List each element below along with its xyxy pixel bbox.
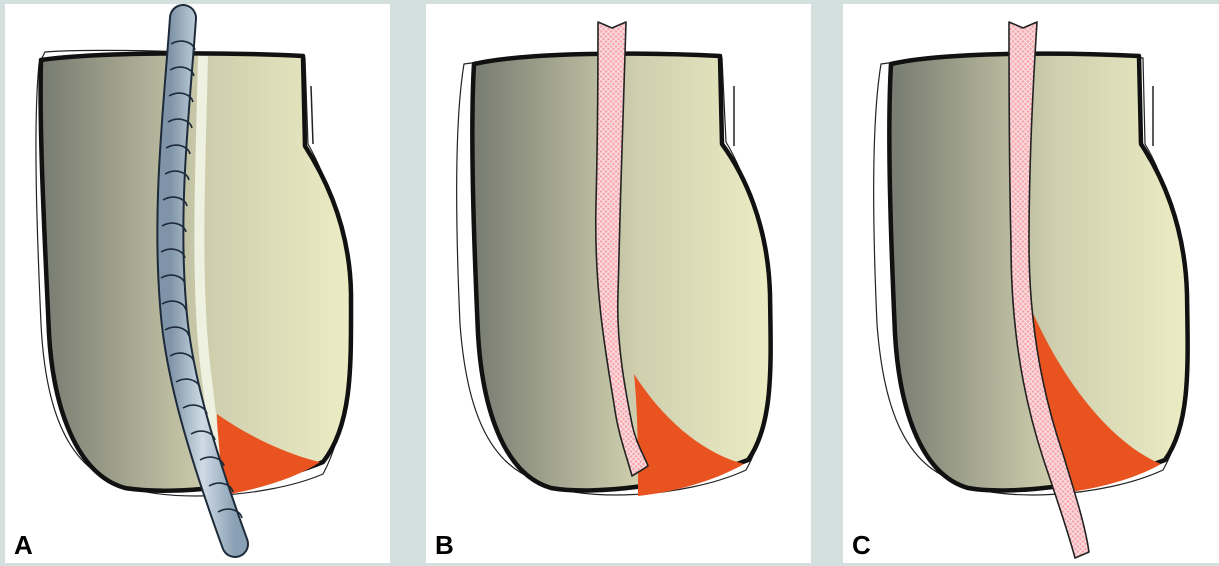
panel-c-drawing (843, 4, 1219, 563)
panel-b-drawing (426, 4, 811, 563)
panel-label-b: B (435, 532, 454, 558)
panel-a: A (5, 4, 390, 563)
panel-label-a: A (14, 532, 33, 558)
panel-b: B (426, 4, 811, 563)
panel-label-c: C (852, 532, 871, 558)
panel-c: C (843, 4, 1219, 563)
panel-a-drawing (5, 4, 390, 563)
tooth-edge-line (311, 86, 313, 144)
